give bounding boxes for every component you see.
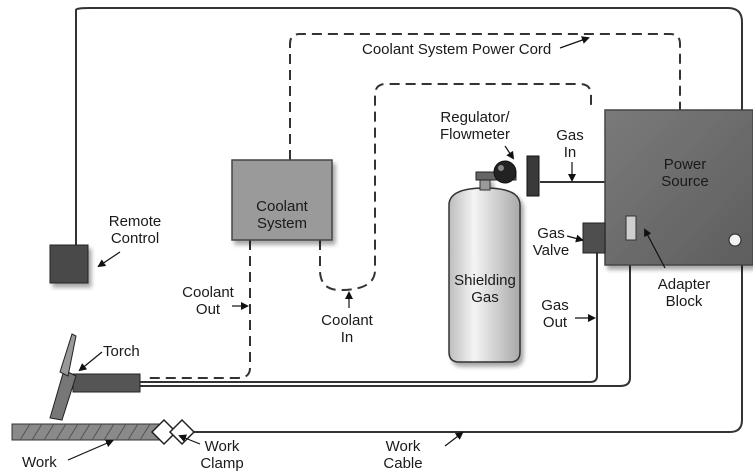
- label-gas-valve: Gas Valve: [527, 225, 575, 259]
- label-gas-out-line2: Out: [542, 314, 568, 331]
- label-power-source-line1: Power: [663, 156, 707, 173]
- label-work-clamp: Work Clamp: [194, 438, 250, 472]
- gas-out-hose: [140, 240, 598, 383]
- label-coolant-out-line2: Out: [195, 301, 221, 318]
- label-coolant-power-cord: Coolant System Power Cord: [362, 41, 552, 58]
- label-gas-in: Gas In: [550, 127, 590, 161]
- label-work-clamp-line2: Clamp: [200, 455, 244, 472]
- label-coolant-system-line1: Coolant: [256, 198, 308, 215]
- label-regulator-flowmeter: Regulator/ Flowmeter: [430, 109, 520, 143]
- regulator-flowmeter: [475, 155, 540, 197]
- coolant-power-cord: [289, 33, 681, 160]
- work-cable: [190, 250, 743, 433]
- label-regulator-line2: Flowmeter: [439, 126, 510, 143]
- label-coolant-system-line2: System: [256, 215, 307, 232]
- label-adapter-block-line1: Adapter: [657, 276, 711, 293]
- arrow-work-clamp: [178, 434, 201, 445]
- work-piece: [11, 423, 163, 441]
- label-coolant-in-line1: Coolant: [321, 312, 373, 329]
- label-regulator-line1: Regulator/: [440, 109, 510, 126]
- leader-arrows: [67, 36, 666, 461]
- arrow-remote-control: [97, 251, 121, 268]
- shielding-gas-cylinder: [448, 177, 521, 363]
- torch-power-cable: [140, 240, 631, 387]
- label-power-source: Power Source: [645, 156, 725, 190]
- label-gas-in-line2: In: [563, 144, 577, 161]
- remote-control-cable: [75, 7, 743, 258]
- arrow-coolant-power-cord: [559, 36, 590, 49]
- label-coolant-out-line1: Coolant: [182, 284, 234, 301]
- arrow-work: [67, 439, 114, 461]
- label-adapter-block: Adapter Block: [645, 276, 723, 310]
- label-remote-control-line1: Remote: [108, 213, 162, 230]
- label-coolant-out: Coolant Out: [168, 284, 248, 318]
- label-shielding-gas-line2: Gas: [471, 289, 499, 306]
- label-work: Work: [22, 454, 57, 471]
- adapter-block: [625, 215, 637, 241]
- label-coolant-system: Coolant System: [237, 198, 327, 232]
- label-work-clamp-line1: Work: [204, 438, 240, 455]
- label-remote-control-line2: Control: [110, 230, 160, 247]
- label-shielding-gas-line1: Shielding: [454, 272, 516, 289]
- label-shielding-gas: Shielding Gas: [444, 272, 526, 306]
- label-gas-valve-line1: Gas: [537, 225, 565, 242]
- label-adapter-block-line2: Block: [665, 293, 703, 310]
- torch: [49, 333, 141, 421]
- label-gas-out-line1: Gas: [541, 297, 569, 314]
- label-gas-in-line1: Gas: [556, 127, 584, 144]
- label-coolant-in: Coolant In: [307, 312, 387, 346]
- arrow-adapter-block: [644, 228, 666, 269]
- label-work-cable-line2: Cable: [383, 455, 423, 472]
- arrow-gas-valve: [566, 234, 584, 243]
- label-power-source-line2: Source: [661, 173, 709, 190]
- coolant-system: [231, 159, 333, 241]
- label-remote-control: Remote Control: [95, 213, 175, 247]
- label-work-cable-line1: Work: [385, 438, 421, 455]
- gas-valve: [582, 222, 606, 254]
- work-piece-hatch: [19, 423, 151, 441]
- label-gas-out: Gas Out: [528, 297, 582, 331]
- label-gas-valve-line2: Valve: [532, 242, 570, 259]
- arrow-work-cable: [444, 431, 464, 447]
- power-source-knob: [728, 233, 742, 247]
- arrow-torch: [78, 351, 103, 372]
- label-torch: Torch: [103, 343, 140, 360]
- coolant-out-hose: [145, 240, 251, 379]
- arrow-regulator: [504, 145, 515, 160]
- label-coolant-in-line2: In: [340, 329, 354, 346]
- coolant-in-hose: [319, 83, 592, 292]
- label-work-cable: Work Cable: [373, 438, 433, 472]
- remote-control: [49, 244, 89, 284]
- work-clamp: [150, 418, 196, 446]
